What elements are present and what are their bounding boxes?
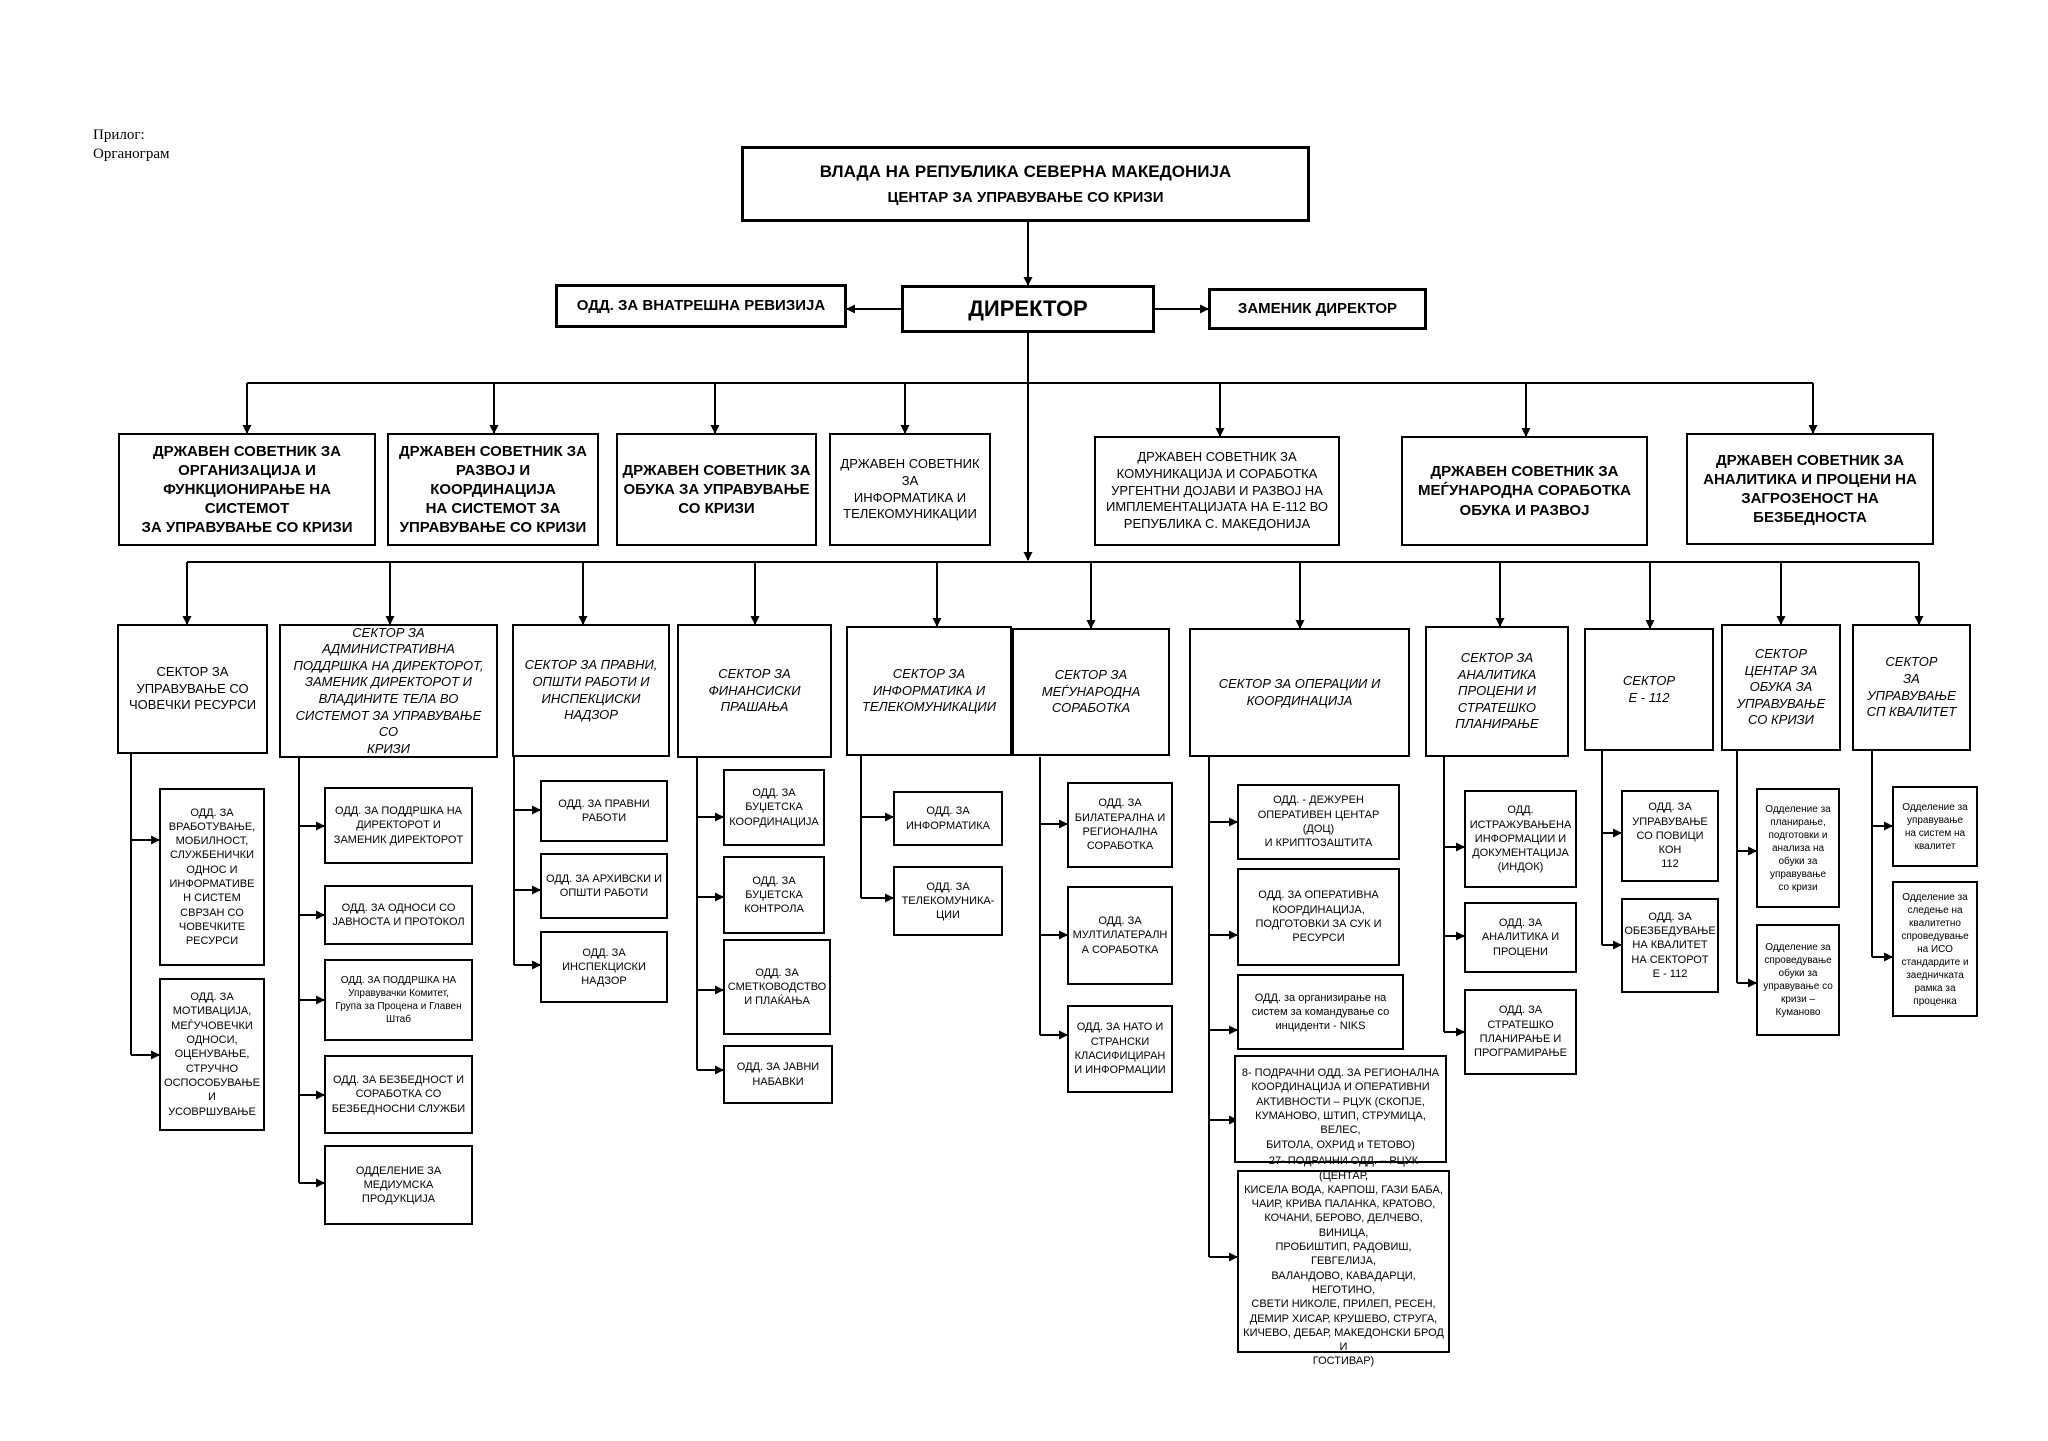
department-box: 8- ПОДРАЧНИ ОДД. ЗА РЕГИОНАЛНА КООРДИНАЦ… — [1234, 1055, 1447, 1163]
department-box: ОДД. ЗА ПРАВНИ РАБОТИ — [540, 780, 668, 842]
department-box: ОДД. ЗА СТРАТЕШКО ПЛАНИРАЊЕ И ПРОГРАМИРА… — [1464, 989, 1577, 1075]
attachment-note: Прилог: Органограм — [93, 126, 169, 164]
advisor-box: ДРЖАВЕН СОВЕТНИК ЗА АНАЛИТИКА И ПРОЦЕНИ … — [1686, 433, 1934, 545]
department-box: ОДД. ЗА ИНФОРМАТИКА — [893, 791, 1003, 846]
department-box: 27- ПОДРАЧНИ ОДД. – РЦУК (ЦЕНТАР, КИСЕЛА… — [1237, 1155, 1450, 1367]
sector-box: СЕКТОР ЗА УПРАВУВАЊЕ СО ЧОВЕЧКИ РЕСУРСИ — [117, 624, 268, 754]
sector-box: СЕКТОР ЗА ОПЕРАЦИИ И КООРДИНАЦИЈА — [1189, 628, 1410, 757]
attachment-label: Прилог: — [93, 127, 145, 143]
department-box: ОДДЕЛЕНИЕ ЗА МЕДИУМСКА ПРОДУКЦИЈА — [324, 1145, 473, 1225]
department-box: ОДД. ЗА АРХИВСКИ И ОПШТИ РАБОТИ — [540, 853, 668, 919]
government-title: ВЛАДА НА РЕПУБЛИКА СЕВЕРНА МАКЕДОНИЈА — [819, 161, 1232, 181]
department-box: ОДД. ИСТРАЖУВАЊЕНА ИНФОРМАЦИИ И ДОКУМЕНТ… — [1464, 790, 1577, 888]
department-box: ОДД. - ДЕЖУРЕН ОПЕРАТИВЕН ЦЕНТАР (ДОЦ) И… — [1237, 784, 1400, 860]
sector-box: СЕКТОР ЗА УПРАВУВАЊЕ СП КВАЛИТЕТ — [1852, 624, 1971, 751]
sector-box: СЕКТОР ЗА АДМИНИСТРАТИВНА ПОДДРШКА НА ДИ… — [279, 624, 498, 758]
department-box: ОДД. ЗА ЈАВНИ НАБАВКИ — [723, 1045, 833, 1104]
department-box: ОДД. ЗА ПОДДРШКА НА ДИРЕКТОРОТ И ЗАМЕНИК… — [324, 787, 473, 864]
sector-box: СЕКТОР Е - 112 — [1584, 628, 1714, 751]
department-box: Одделение за планирање, подготовки и ана… — [1756, 788, 1840, 908]
department-box: ОДД. ЗА БИЛАТЕРАЛНА И РЕГИОНАЛНА СОРАБОТ… — [1067, 782, 1173, 868]
header-box: ВЛАДА НА РЕПУБЛИКА СЕВЕРНА МАКЕДОНИЈА ЦЕ… — [741, 146, 1310, 222]
department-box: ОДД. ЗА БУЏЕТСКА КООРДИНАЦИЈА — [723, 769, 825, 846]
department-box: ОДД. ЗА УПРАВУВАЊЕ СО ПОВИЦИ КОН 112 — [1621, 790, 1719, 882]
sector-box: СЕКТОР ЦЕНТАР ЗА ОБУКА ЗА УПРАВУВАЊЕ СО … — [1721, 624, 1841, 751]
advisor-box: ДРЖАВЕН СОВЕТНИК ЗА КОМУНИКАЦИЈА И СОРАБ… — [1094, 436, 1340, 546]
department-box: ОДД. ЗА МУЛТИЛАТЕРАЛН А СОРАБОТКА — [1067, 886, 1173, 985]
sector-box: СЕКТОР ЗА МЕЃУНАРОДНА СОРАБОТКА — [1012, 628, 1170, 756]
department-box: ОДД. ЗА ОДНОСИ СО ЈАВНОСТА И ПРОТОКОЛ — [324, 885, 473, 945]
department-box: ОДД. ЗА БУЏЕТСКА КОНТРОЛА — [723, 856, 825, 934]
sector-box: СЕКТОР ЗА АНАЛИТИКА ПРОЦЕНИ И СТРАТЕШКО … — [1425, 626, 1569, 757]
sector-box: СЕКТОР ЗА ПРАВНИ, ОПШТИ РАБОТИ И ИНСПЕКЦ… — [512, 624, 670, 757]
department-box: ОДД. ЗА ВРАБОТУВАЊЕ, МОБИЛНОСТ, СЛУЖБЕНИ… — [159, 788, 265, 966]
department-box: ОДД. ЗА ОПЕРАТИВНА КООРДИНАЦИЈА, ПОДГОТО… — [1237, 868, 1400, 966]
sector-box: СЕКТОР ЗА ФИНАНСИСКИ ПРАШАЊА — [677, 624, 832, 758]
department-box: ОДД. ЗА ИНСПЕКЦИСКИ НАДЗОР — [540, 931, 668, 1003]
department-box: ОДД. ЗА АНАЛИТИКА И ПРОЦЕНИ — [1464, 902, 1577, 973]
department-box: ОДД. ЗА МОТИВАЦИЈА, МЕЃУЧОВЕЧКИ ОДНОСИ, … — [159, 978, 265, 1131]
advisor-box: ДРЖАВЕН СОВЕТНИК ЗА ИНФОРМАТИКА И ТЕЛЕКО… — [829, 433, 991, 546]
department-box: Одделение за спроведување обуки за управ… — [1756, 924, 1840, 1036]
sector-box: СЕКТОР ЗА ИНФОРМАТИКА И ТЕЛЕКОМУНИКАЦИИ — [846, 626, 1012, 756]
department-box: Одделение за управување на систем на ква… — [1892, 786, 1978, 867]
department-box: ОДД. ЗА СМЕТКОВОДСТВО И ПЛАЌАЊА — [723, 939, 831, 1035]
internal-audit-box: ОДД. ЗА ВНАТРЕШНА РЕВИЗИЈА — [555, 284, 847, 328]
advisor-box: ДРЖАВЕН СОВЕТНИК ЗА ОРГАНИЗАЦИЈА И ФУНКЦ… — [118, 433, 376, 546]
advisor-box: ДРЖАВЕН СОВЕТНИК ЗА РАЗВОЈ И КООРДИНАЦИЈ… — [387, 433, 599, 546]
deputy-director-box: ЗАМЕНИК ДИРЕКТОР — [1208, 288, 1427, 330]
advisor-box: ДРЖАВЕН СОВЕТНИК ЗА ОБУКА ЗА УПРАВУВАЊЕ … — [616, 433, 817, 546]
department-box: ОДД. ЗА НАТО И СТРАНСКИ КЛАСИФИЦИРАН И И… — [1067, 1005, 1173, 1093]
organogram-label: Органограм — [93, 145, 170, 162]
department-box: ОДД. ЗА ОБЕЗБЕДУВАЊЕ НА КВАЛИТЕТ НА СЕКТ… — [1621, 898, 1719, 993]
center-title: ЦЕНТАР ЗА УПРАВУВАЊЕ СО КРИЗИ — [887, 189, 1164, 207]
department-box: ОДД. за организирање на систем за команд… — [1237, 974, 1404, 1050]
department-box: ОДД. ЗА ТЕЛЕКОМУНИКА- ЦИИ — [893, 866, 1003, 936]
department-box: ОДД. ЗА БЕЗБЕДНОСТ И СОРАБОТКА СО БЕЗБЕД… — [324, 1055, 473, 1134]
director-box: ДИРЕКТОР — [901, 285, 1155, 333]
department-box: Одделение за следење на квалитетно спров… — [1892, 881, 1978, 1017]
advisor-box: ДРЖАВЕН СОВЕТНИК ЗА МЕЃУНАРОДНА СОРАБОТК… — [1401, 436, 1648, 546]
department-box: ОДД. ЗА ПОДДРШКА НА Управувачки Комитет,… — [324, 959, 473, 1041]
